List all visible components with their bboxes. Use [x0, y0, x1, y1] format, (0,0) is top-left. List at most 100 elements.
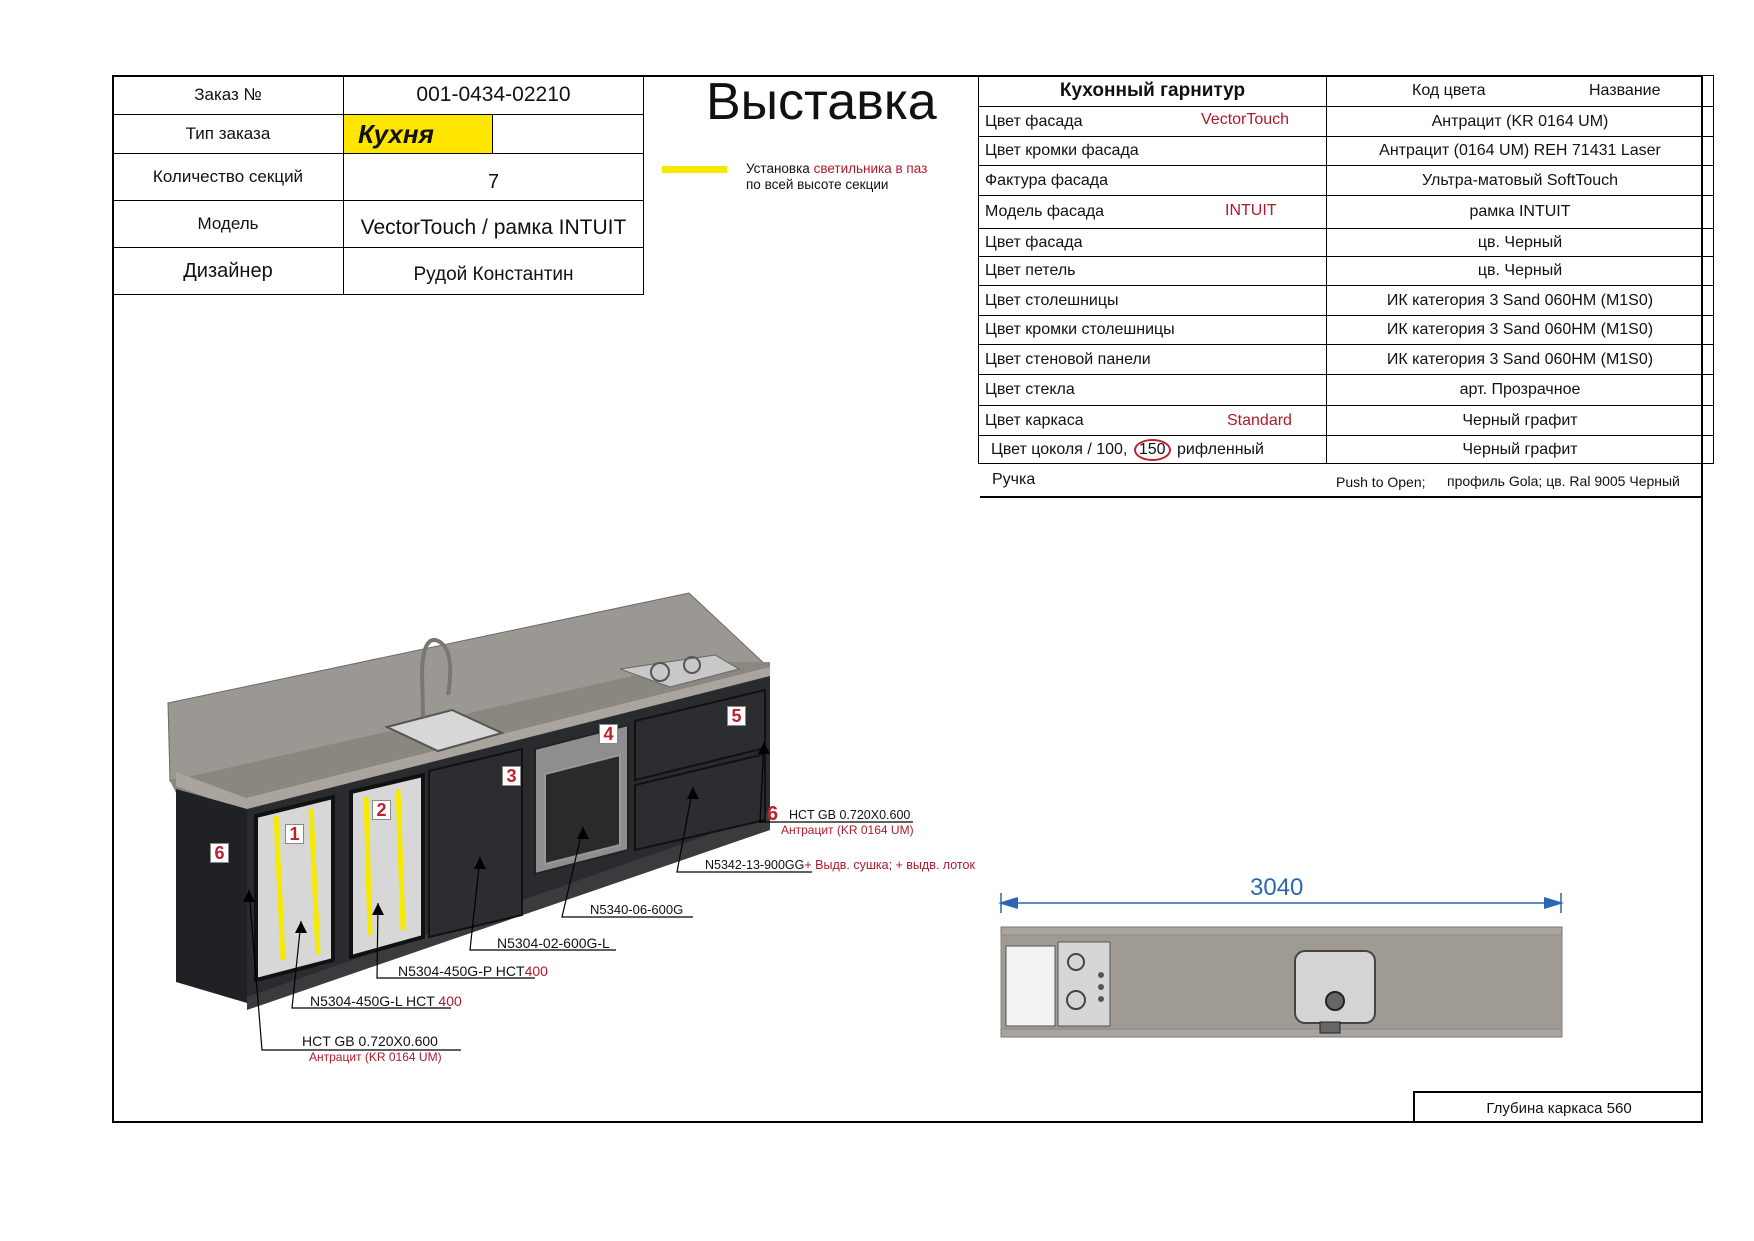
sections-label: Количество секций [112, 153, 344, 201]
legend-yellow-line [662, 166, 727, 173]
legend-highlight: светильника в паз [813, 161, 928, 176]
order-row-type: Тип заказа Кухня [112, 114, 644, 154]
callout-section-2-note: 400 [524, 963, 548, 979]
legend-line-2: по всей высоте секции [746, 177, 889, 192]
spec-label-text: Модель фасада [985, 203, 1105, 220]
hob-burner [650, 662, 670, 682]
light-line [273, 815, 286, 961]
callout-section-1-code: N5304-450G-L HCT [310, 993, 435, 1009]
plan-hob [1057, 941, 1111, 1027]
marker-6-right: 6 [767, 803, 779, 825]
callout-section-2: N5304-450G-P HCT400 [398, 963, 548, 979]
legend-prefix: Установка [746, 161, 810, 176]
callout-end-panel-left: HCT GB 0.720X0.600 [302, 1033, 438, 1049]
marker-1: 1 [285, 824, 304, 844]
order-type-value: Кухня [344, 115, 493, 153]
faucet [419, 638, 453, 718]
callout-section-3: N5304-02-600G-L [497, 935, 610, 951]
order-row-sections: Количество секций 7 [112, 153, 644, 201]
callout-end-panel-left-note: Антрацит (KR 0164 UM) [309, 1050, 442, 1064]
code-col-header: Код цвета [1412, 82, 1486, 99]
plan-hob-glass [1005, 945, 1056, 1027]
spec-value: Антрацит (KR 0164 UM) [1326, 106, 1714, 137]
designer-label: Дизайнер [112, 247, 344, 295]
order-row-model: Модель VectorTouch / рамка INTUIT [112, 200, 644, 248]
drawer-bottom [634, 752, 766, 852]
spec-value: Антрацит (0164 UM) REH 71431 Laser [1326, 136, 1714, 166]
leader-lines [248, 741, 913, 1051]
callout-end-panel-right-note: Антрацит (KR 0164 UM) [781, 823, 914, 837]
order-row-designer: Дизайнер Рудой Константин [112, 247, 644, 295]
callout-section-5: N5342-13-900GG+ Выдв. сушка; + выдв. лот… [705, 858, 975, 872]
callout-end-panel-right: HCT GB 0.720X0.600 [789, 808, 911, 822]
cabinet-side [176, 789, 247, 1003]
specs-row: Цвет кромки столешницы ИК категория 3 Sa… [978, 315, 1714, 345]
specs-row: Цвет фасада цв. Черный [978, 228, 1714, 257]
specs-row: Цвет стеновой панели ИК категория 3 Sand… [978, 344, 1714, 375]
order-info-table: Заказ № 001-0434-02210 Тип заказа Кухня … [112, 75, 644, 295]
spec-note: VectorTouch [1201, 111, 1290, 128]
dimension-arrow-left [998, 897, 1018, 909]
spec-value: ИК категория 3 Sand 060HM (M1S0) [1326, 315, 1714, 345]
spec-value: ИК категория 3 Sand 060HM (M1S0) [1326, 285, 1714, 316]
plinth-label: Цвет цоколя / 100, 150 рифленный [978, 435, 1327, 464]
light-line [308, 808, 321, 955]
spec-label-text: Цвет фасада [985, 112, 1083, 130]
specs-header-label: Кухонный гарнитур [978, 75, 1327, 107]
specs-row-plinth: Цвет цоколя / 100, 150 рифленный Черный … [978, 435, 1714, 464]
spec-label: Цвет столешницы [978, 285, 1327, 316]
light-line [395, 789, 406, 931]
callout-section-1-note: 400 [438, 993, 462, 1009]
door-3 [428, 747, 523, 939]
name-col-header: Название [1589, 82, 1661, 99]
spec-label: Фактура фасада [978, 165, 1327, 196]
callout-section-5-code: N5342-13-900GG [705, 858, 805, 872]
handle-opening: Push to Open; [1336, 474, 1426, 490]
plinth-circled-value: 150 [1133, 438, 1171, 461]
specs-header-row: Кухонный гарнитур Код цвета Название [978, 75, 1714, 107]
handle-label: Ручка [992, 471, 1036, 488]
marker-2: 2 [372, 800, 391, 820]
drawing-frame [112, 75, 1703, 1123]
spec-value: цв. Черный [1326, 228, 1714, 257]
depth-note-box: Глубина каркаса 560 [1413, 1091, 1703, 1123]
marker-3: 3 [502, 766, 521, 786]
plinth-prefix: Цвет цоколя / 100, [991, 440, 1128, 458]
page-title: Выставка [706, 73, 937, 131]
leader-arrowheads [243, 742, 770, 933]
designer-value: Рудой Константин [343, 247, 644, 295]
marker-6-left: 6 [210, 843, 229, 863]
callout-section-1: N5304-450G-L HCT 400 [310, 993, 462, 1009]
spec-label: Цвет фасада [978, 228, 1327, 257]
hob-burner [683, 656, 701, 674]
model-label: Модель [112, 200, 344, 248]
specs-row: Цвет петель цв. Черный [978, 256, 1714, 286]
spec-label: Цвет петель [978, 256, 1327, 286]
plinth-suffix: рифленный [1177, 440, 1264, 458]
specs-row: Цвет кромки фасада Антрацит (0164 UM) RE… [978, 136, 1714, 166]
plinth-value: Черный графит [1326, 435, 1714, 464]
legend-line-1: Установка светильника в паз [746, 161, 927, 176]
callout-section-4: N5340-06-600G [590, 902, 684, 917]
callout-section-2-code: N5304-450G-P HCT [398, 963, 525, 979]
specs-table: Кухонный гарнитур Код цвета Название Цве… [978, 75, 1714, 464]
marker-4: 4 [599, 724, 618, 744]
handle-profile: профиль Gola; цв. Ral 9005 Черный [1447, 473, 1680, 489]
order-type-cell: Кухня [343, 114, 644, 154]
spec-value: Черный графит [1326, 405, 1714, 436]
dimension-arrow-right [1544, 897, 1564, 909]
hob-plate [619, 654, 741, 688]
callout-section-5-note: + Выдв. сушка; + выдв. лоток [804, 858, 975, 872]
spec-label: Цвет кромки фасада [978, 136, 1327, 166]
sections-value: 7 [343, 153, 644, 201]
spec-note: Standard [1227, 412, 1292, 429]
width-dimension-label: 3040 [1250, 874, 1304, 901]
specs-header-columns: Код цвета Название [1326, 75, 1714, 107]
light-line [363, 796, 373, 936]
countertop-edge [176, 667, 770, 812]
